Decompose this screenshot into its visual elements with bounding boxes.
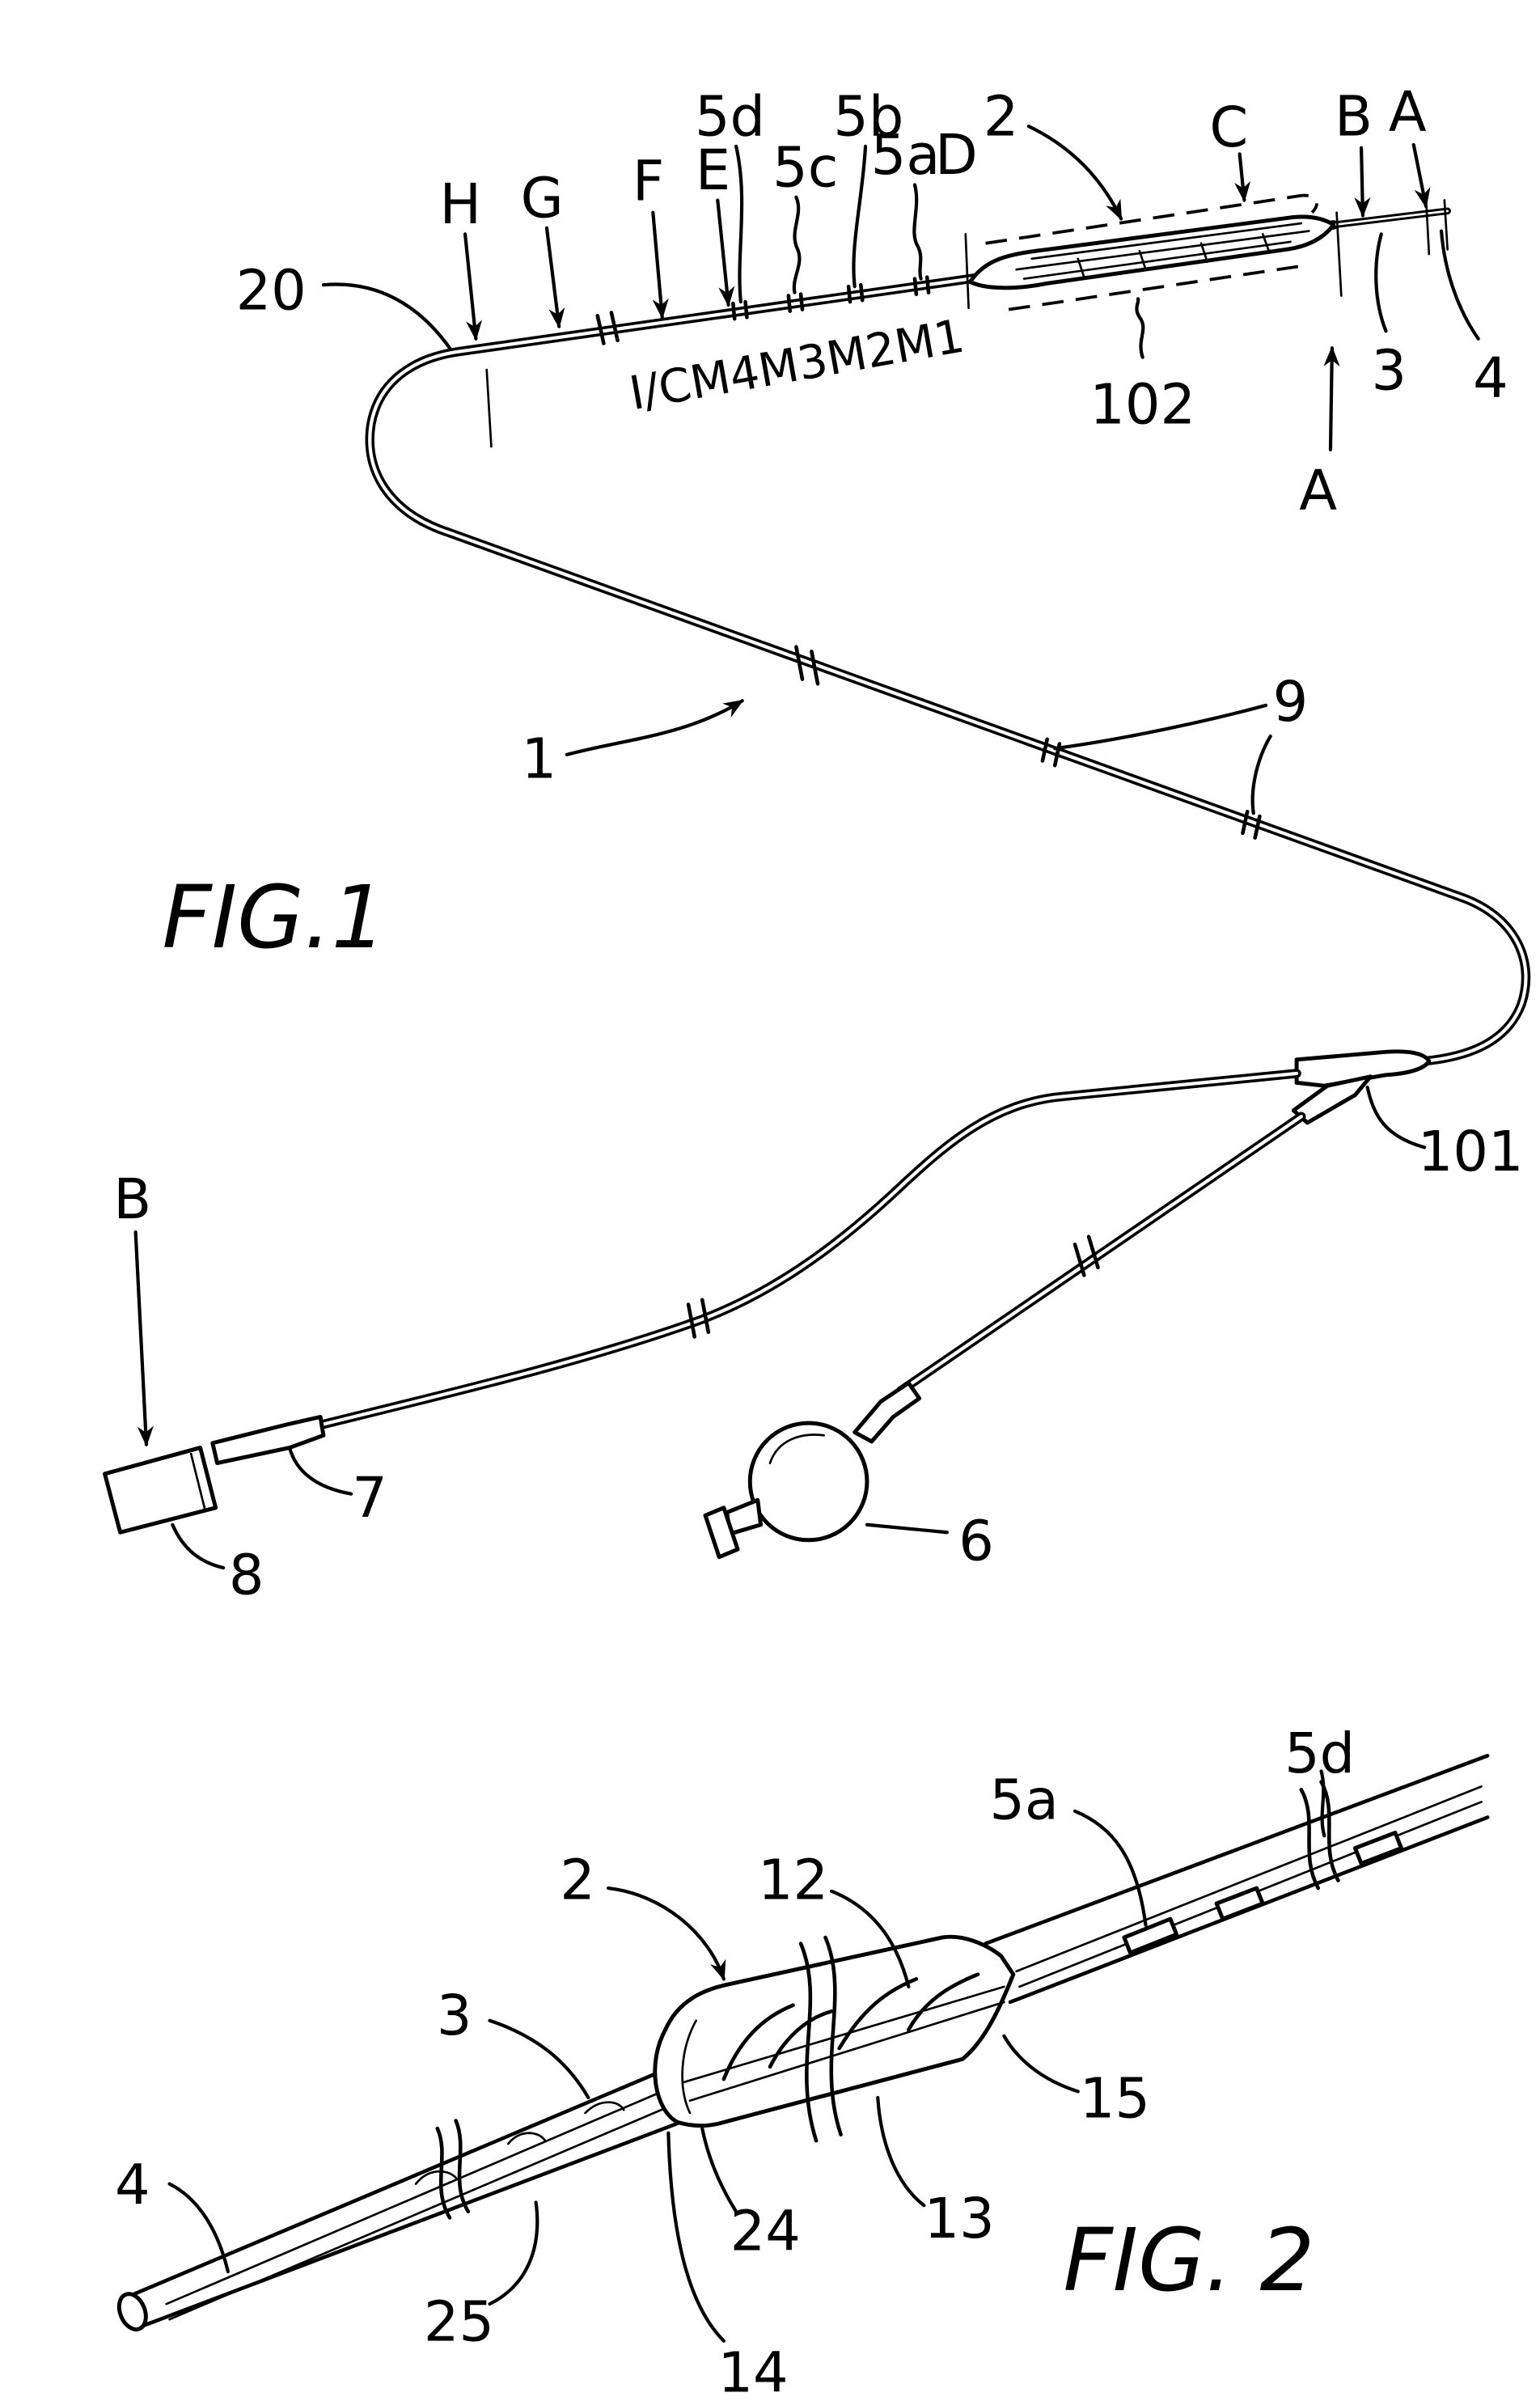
proximal-branch-lumen <box>315 1073 1297 1426</box>
arrow-C <box>1240 154 1245 200</box>
label-5a: 5a <box>871 123 941 188</box>
proximal-segment-edges <box>986 1755 1488 2002</box>
section-line-H <box>487 370 492 447</box>
label-101: 101 <box>1418 1120 1524 1184</box>
leader-14 <box>668 2133 724 2341</box>
section-line-D <box>966 234 969 307</box>
label-2: 2 <box>560 1848 595 1912</box>
proximal-branch-outline <box>315 1073 1297 1426</box>
arrow-F <box>653 213 662 317</box>
figure-1-title: FIG.1 <box>162 868 386 968</box>
label-5d: 5d <box>695 85 765 150</box>
label-15: 15 <box>1080 2067 1150 2132</box>
arrow-H <box>465 234 476 338</box>
label-20: 20 <box>236 259 307 324</box>
label-5c: 5c <box>772 135 838 200</box>
label-4: 4 <box>1473 346 1508 411</box>
stopcock-body-6 <box>750 1423 867 1540</box>
label-14: 14 <box>717 2341 788 2401</box>
label-1: 1 <box>522 726 557 791</box>
electrode-band <box>1216 1888 1263 1919</box>
label-3: 3 <box>437 1984 472 2048</box>
label-5a: 5a <box>989 1768 1059 1832</box>
arrow-1 <box>567 701 742 755</box>
label-4: 4 <box>115 2153 150 2217</box>
leader-5d <box>736 146 742 302</box>
label-12: 12 <box>758 1848 828 1912</box>
leader-5a <box>914 184 920 278</box>
label-section-B: B <box>1335 85 1373 150</box>
arrow-2 <box>1029 126 1121 218</box>
label-25: 25 <box>424 2290 494 2355</box>
arrow-2 <box>608 1888 724 1979</box>
label-section-H: H <box>440 172 482 237</box>
leader-6 <box>867 1525 947 1533</box>
inner-coil-25 <box>416 2102 624 2184</box>
label-13: 13 <box>924 2187 995 2251</box>
label-8: 8 <box>229 1543 264 1607</box>
leader-9-a <box>1055 705 1266 748</box>
inflation-branch-lumen <box>901 1116 1301 1391</box>
strain-relief-7 <box>213 1416 324 1463</box>
leader-7 <box>290 1448 351 1494</box>
leader-8 <box>172 1525 223 1568</box>
label-section-D: D <box>935 123 978 188</box>
label-6: 6 <box>958 1510 994 1574</box>
leader-25 <box>490 2202 538 2304</box>
arrow-E <box>717 200 728 304</box>
leader-15 <box>1004 2036 1077 2092</box>
label-9: 9 <box>1273 670 1309 735</box>
label-102: 102 <box>1089 373 1195 438</box>
arrow-view-A <box>1331 348 1332 450</box>
label-5d: 5d <box>1284 1721 1355 1786</box>
stopcock-neck <box>855 1383 920 1442</box>
distal-tip-lumen <box>1334 211 1448 225</box>
leader-102 <box>1136 299 1143 357</box>
label-7: 7 <box>352 1466 387 1531</box>
leader-5b <box>853 146 865 286</box>
label-view-A: A <box>1299 459 1337 523</box>
label-2: 2 <box>984 85 1019 150</box>
arrow-G <box>547 228 559 327</box>
figure-2-title: FIG. 2 <box>1063 2211 1314 2311</box>
label-section-G: G <box>521 166 564 231</box>
label-section-A: A <box>1389 80 1427 145</box>
figure-2: 5d 5a 2 12 3 4 15 24 13 FIG. 2 25 14 <box>114 1721 1487 2401</box>
leader-13 <box>878 2098 924 2205</box>
leader-3 <box>490 2021 589 2098</box>
distal-tip-opening <box>114 2290 150 2334</box>
distal-segment-edges <box>133 2069 681 2329</box>
figure-1: H G F E 5d 5c 5b 5a D 2 C B A 20 I/CM4M3… <box>105 80 1526 1608</box>
shaft-marking-text: I/CM4M3M2M1 <box>626 309 969 421</box>
label-3: 3 <box>1372 339 1407 404</box>
label-section-C: C <box>1209 95 1248 160</box>
distal-segment-lumen <box>167 2091 669 2319</box>
leader-101 <box>1368 1087 1424 1147</box>
arrow-B <box>1361 148 1363 216</box>
label-section-F: F <box>632 149 664 214</box>
arrow-A <box>1414 145 1426 206</box>
leader-9-b <box>1253 736 1271 813</box>
label-view-B: B <box>113 1167 151 1232</box>
arrow-view-B <box>136 1232 146 1445</box>
electrode-band-5d <box>1355 1833 1401 1864</box>
leader-5c <box>794 197 800 293</box>
leader-20 <box>324 285 450 349</box>
leader-3 <box>1376 234 1386 331</box>
break-mark-distal <box>438 2121 468 2218</box>
label-24: 24 <box>730 2199 801 2263</box>
